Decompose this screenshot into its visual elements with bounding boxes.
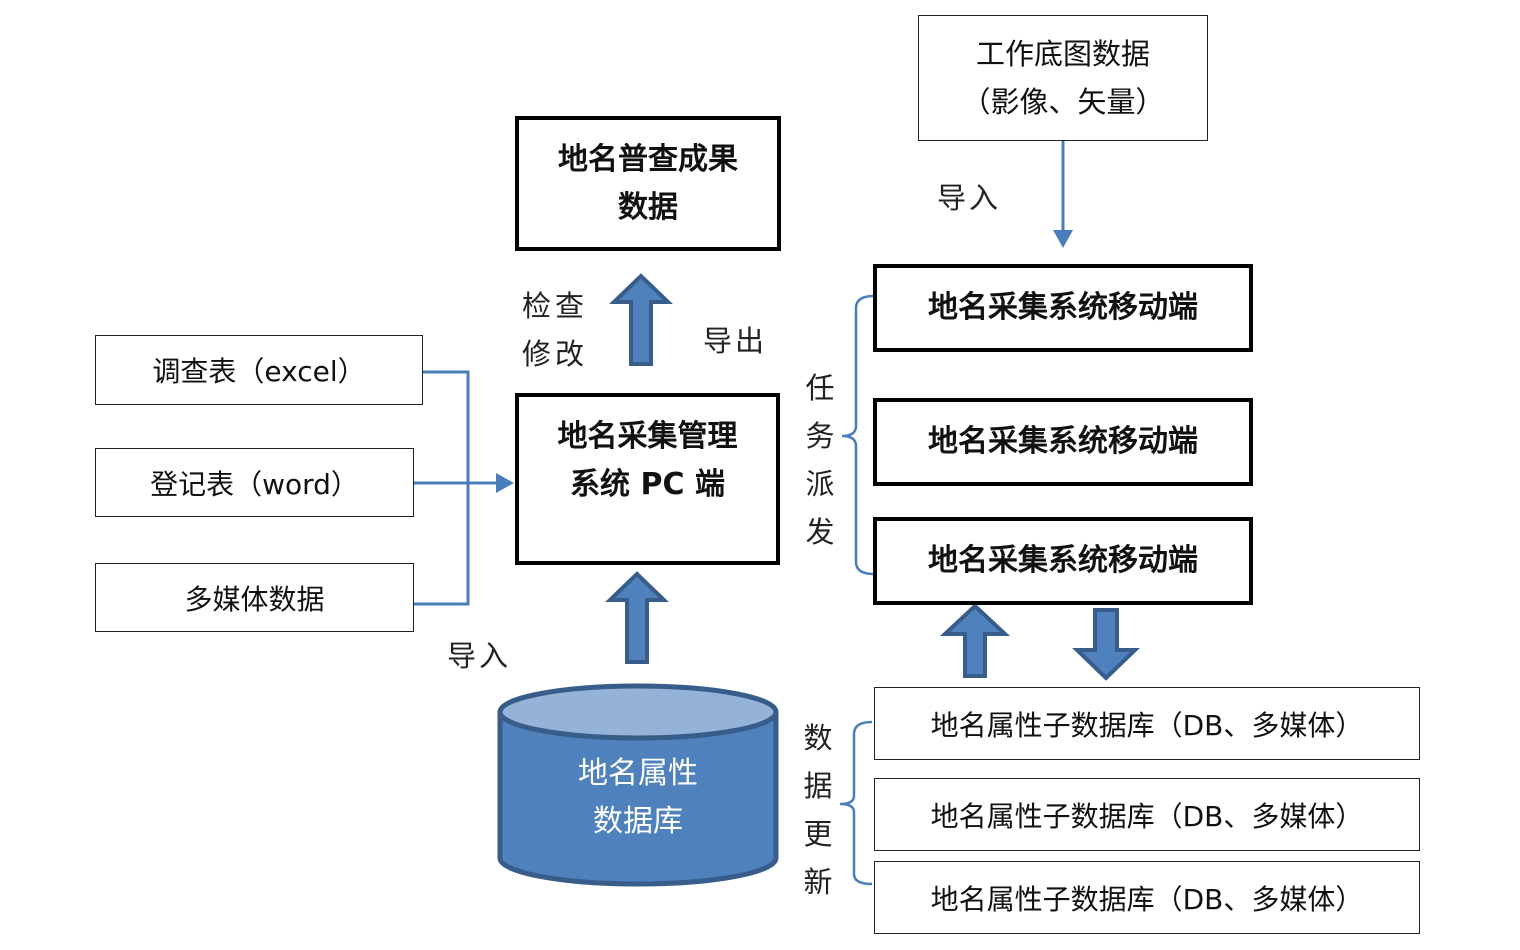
data-update-brace <box>839 720 873 886</box>
input-connector <box>413 370 500 606</box>
check-modify-line1: 检查 <box>522 289 589 323</box>
base-map-line2: （影像、矢量） <box>961 85 1165 119</box>
import-top-label: 导入 <box>937 181 1002 215</box>
input-box-multimedia: 多媒体数据 <box>95 563 414 632</box>
pc-system-box: 地名采集管理 系统 PC 端 <box>515 393 780 565</box>
download-arrow <box>1072 608 1140 681</box>
input-box-register: 登记表（word） <box>95 448 414 517</box>
mobile-client-label: 地名采集系统移动端 <box>928 543 1198 578</box>
sub-database-label: 地名属性子数据库（DB、多媒体） <box>930 799 1364 833</box>
base-map-line1: 工作底图数据 <box>975 37 1150 71</box>
input-arrowhead <box>496 473 514 493</box>
upload-arrow <box>939 603 1011 678</box>
task-dispatch-char: 任 <box>805 371 835 405</box>
check-modify-label: 检查 修改 <box>522 282 588 378</box>
input-label: 登记表（word） <box>150 467 359 501</box>
result-data-line1: 地名普查成果 <box>558 141 738 177</box>
task-dispatch-char: 派 <box>805 467 835 501</box>
mobile-client-box: 地名采集系统移动端 <box>873 398 1253 486</box>
database-line1: 地名属性 <box>578 756 698 791</box>
task-dispatch-label: 任 务 派 发 <box>800 364 840 556</box>
database-line2: 数据库 <box>593 804 683 839</box>
data-update-char: 新 <box>803 865 833 899</box>
mobile-client-box: 地名采集系统移动端 <box>873 264 1253 352</box>
sub-database-box: 地名属性子数据库（DB、多媒体） <box>874 687 1420 760</box>
mobile-client-label: 地名采集系统移动端 <box>928 290 1198 325</box>
result-data-box: 地名普查成果 数据 <box>515 116 781 251</box>
task-dispatch-char: 务 <box>805 419 835 453</box>
export-arrow <box>609 273 673 366</box>
input-label: 多媒体数据 <box>184 582 325 616</box>
pc-system-line1: 地名采集管理 <box>557 419 738 454</box>
db-import-arrow <box>605 571 669 664</box>
data-update-label: 数 据 更 新 <box>798 714 838 906</box>
result-data-line2: 数据 <box>618 189 678 225</box>
database-label: 地名属性 数据库 <box>500 750 776 846</box>
database-cylinder <box>497 683 779 887</box>
base-map-box: 工作底图数据 （影像、矢量） <box>918 15 1208 141</box>
data-update-char: 据 <box>803 769 833 803</box>
input-box-survey: 调查表（excel） <box>95 335 423 405</box>
import-left-label: 导入 <box>447 639 512 673</box>
data-update-char: 数 <box>803 721 833 755</box>
sub-database-box: 地名属性子数据库（DB、多媒体） <box>874 778 1420 851</box>
export-label: 导出 <box>703 324 768 358</box>
mobile-client-box: 地名采集系统移动端 <box>873 517 1253 605</box>
base-map-import-arrowhead <box>1053 230 1073 248</box>
input-label: 调查表（excel） <box>152 355 366 388</box>
sub-database-label: 地名属性子数据库（DB、多媒体） <box>930 708 1364 742</box>
task-dispatch-char: 发 <box>805 515 835 549</box>
pc-system-line2: 系统 PC 端 <box>570 467 725 502</box>
mobile-client-label: 地名采集系统移动端 <box>928 424 1198 459</box>
data-update-char: 更 <box>803 817 833 851</box>
sub-database-label: 地名属性子数据库（DB、多媒体） <box>930 882 1364 916</box>
sub-database-box: 地名属性子数据库（DB、多媒体） <box>874 861 1420 934</box>
task-dispatch-brace <box>841 294 875 576</box>
check-modify-line2: 修改 <box>522 337 589 371</box>
